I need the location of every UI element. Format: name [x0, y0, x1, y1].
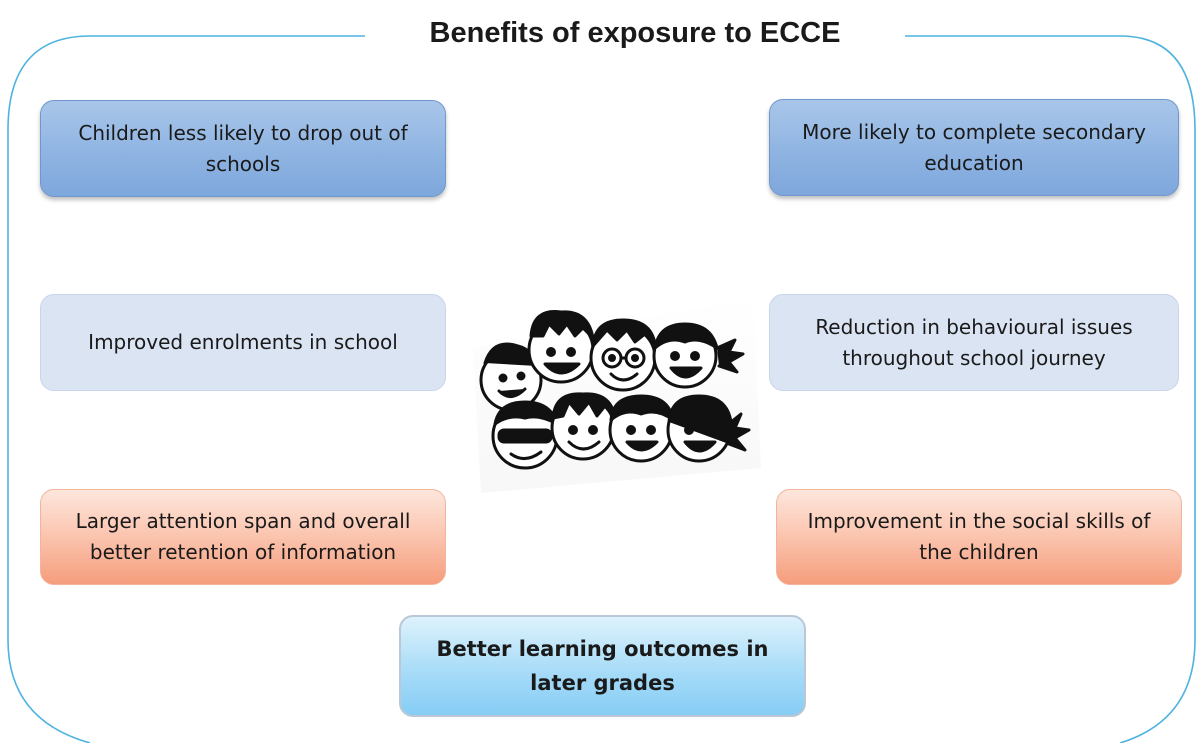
box-behaviour: Reduction in behavioural issues througho…	[769, 294, 1179, 391]
diagram-title: Benefits of exposure to ECCE	[370, 12, 900, 54]
box-learning-outcomes: Better learning outcomes in later grades	[399, 615, 806, 717]
children-faces-illustration	[473, 298, 761, 493]
box-drop-out: Children less likely to drop out of scho…	[40, 100, 446, 197]
box-social-skills-label: Improvement in the social skills of the …	[807, 509, 1151, 564]
box-attention-span-label: Larger attention span and overall better…	[75, 509, 411, 564]
box-social-skills: Improvement in the social skills of the …	[776, 489, 1182, 585]
box-learning-outcomes-label: Better learning outcomes in later grades	[436, 637, 769, 695]
box-secondary-education-label: More likely to complete secondary educat…	[802, 119, 1146, 175]
box-attention-span: Larger attention span and overall better…	[40, 489, 446, 585]
box-enrolments: Improved enrolments in school	[40, 294, 446, 391]
box-enrolments-label: Improved enrolments in school	[88, 330, 398, 354]
box-drop-out-label: Children less likely to drop out of scho…	[78, 120, 408, 176]
box-secondary-education: More likely to complete secondary educat…	[769, 99, 1179, 196]
box-behaviour-label: Reduction in behavioural issues througho…	[815, 314, 1133, 370]
